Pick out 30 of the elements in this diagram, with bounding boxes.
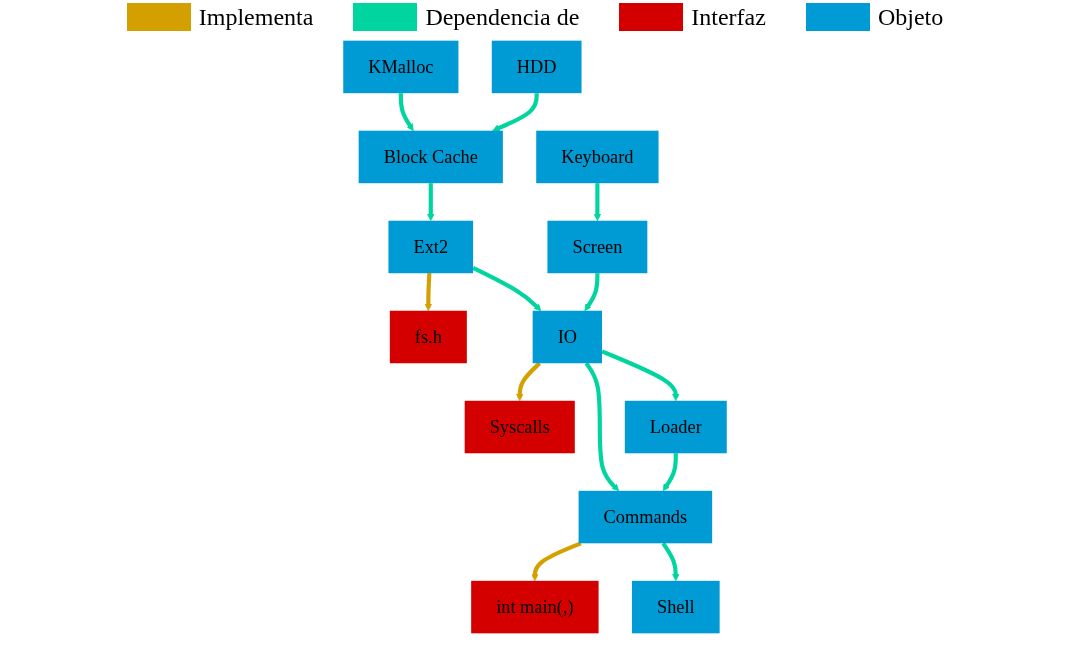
node-box: KMalloc — [343, 40, 459, 94]
legend-label: Interfaz — [691, 3, 766, 31]
node-box: Ext2 — [388, 220, 474, 274]
arrow — [601, 349, 680, 402]
node-box: Shell — [631, 580, 720, 634]
arrow — [593, 183, 602, 222]
node-box: Screen — [547, 220, 648, 274]
arrow — [584, 362, 620, 492]
node-box: Keyboard — [536, 130, 659, 184]
node-box: Commands — [578, 490, 713, 544]
arrow — [398, 93, 414, 132]
arrow — [492, 93, 539, 132]
node-box: IO — [532, 310, 602, 364]
node-box: fs.h — [389, 310, 467, 364]
node-box: Loader — [624, 400, 727, 454]
arrow — [661, 542, 680, 582]
node-box: Block Cache — [358, 130, 503, 184]
arrow — [424, 273, 432, 312]
arrow — [584, 273, 600, 312]
node-box: Syscalls — [464, 400, 575, 454]
arrow — [516, 361, 541, 402]
legend-label: Implementa — [198, 3, 314, 31]
arrow — [531, 541, 582, 582]
arrow — [662, 453, 678, 492]
legend-label: Dependencia de — [425, 3, 580, 31]
arrow — [472, 266, 542, 312]
node-box: int main(,) — [471, 580, 599, 634]
node-box: HDD — [491, 40, 582, 94]
legend-label: Objeto — [877, 3, 944, 31]
arrow — [427, 183, 435, 222]
